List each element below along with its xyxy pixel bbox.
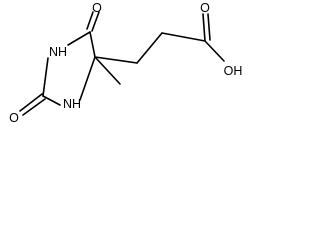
- chemical-structure: O NH NH O O OH: [9, 1, 243, 125]
- double-bond-c2-o: [19, 93, 43, 112]
- bond-ch2-cooh: [161, 32, 206, 42]
- bond-n3-c2: [42, 57, 49, 97]
- double-bond-c-o-inner: [207, 13, 211, 41]
- hydantoin-ring: [42, 31, 96, 106]
- nitrogen-upper-label: NH: [49, 45, 67, 59]
- double-bond-c4-o-inner: [86, 11, 94, 30]
- double-bond-c2-o-inner: [22, 98, 46, 116]
- carbonyl-left: [19, 93, 46, 116]
- bond-ch2-ch2: [136, 32, 163, 64]
- bond-c5-methyl: [94, 56, 121, 85]
- bond-c2-n1: [42, 95, 61, 106]
- bond-c5-ch2: [94, 56, 138, 64]
- bond-c-oh: [204, 40, 225, 62]
- carbonyl-top: [86, 11, 100, 32]
- bond-n1-c5: [79, 56, 96, 101]
- hydroxyl-label: OH: [224, 64, 243, 78]
- oxygen-top-label: O: [92, 1, 102, 15]
- propanoic-acid-chain: [94, 13, 225, 64]
- oxygen-left-label: O: [9, 111, 19, 125]
- bond-c4-n3: [67, 31, 91, 46]
- nitrogen-lower-label: NH: [63, 97, 81, 111]
- double-bond-c4-o: [91, 11, 100, 32]
- double-bond-c-o: [202, 13, 206, 42]
- bond-c5-c4: [89, 31, 96, 58]
- oxygen-acid-label: O: [200, 1, 210, 15]
- methyl-group: [94, 56, 121, 85]
